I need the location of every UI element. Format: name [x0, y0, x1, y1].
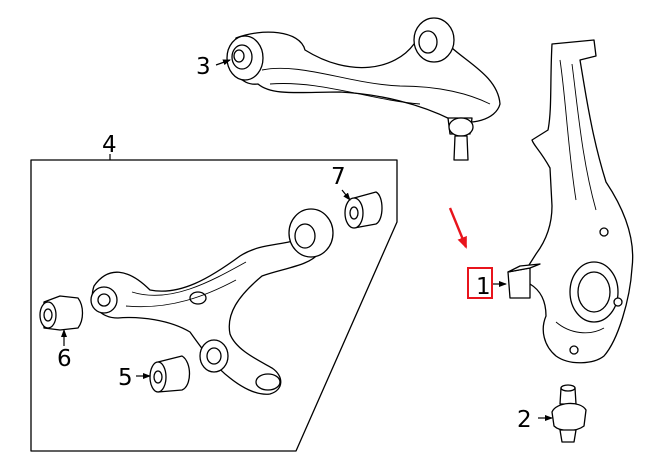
highlight-box	[467, 267, 493, 299]
callout-5: 5	[118, 365, 133, 391]
bushing-7	[344, 191, 383, 229]
lower-control-arm	[90, 208, 334, 395]
bushing-6	[39, 295, 84, 331]
highlight-arrow	[448, 207, 468, 249]
lower-ball-joint	[551, 384, 587, 443]
callout-6: 6	[57, 346, 72, 372]
callout-4: 4	[102, 132, 117, 158]
callout-2: 2	[517, 407, 532, 433]
callout-7: 7	[331, 164, 346, 190]
leader-7	[341, 189, 351, 201]
callout-3: 3	[196, 54, 211, 80]
steering-knuckle	[507, 39, 634, 364]
upper-control-arm	[226, 17, 501, 161]
callout-1: 1	[476, 274, 491, 300]
lower-arm-group-box	[30, 159, 398, 452]
leader-3	[215, 59, 231, 66]
bushing-5	[149, 355, 191, 393]
